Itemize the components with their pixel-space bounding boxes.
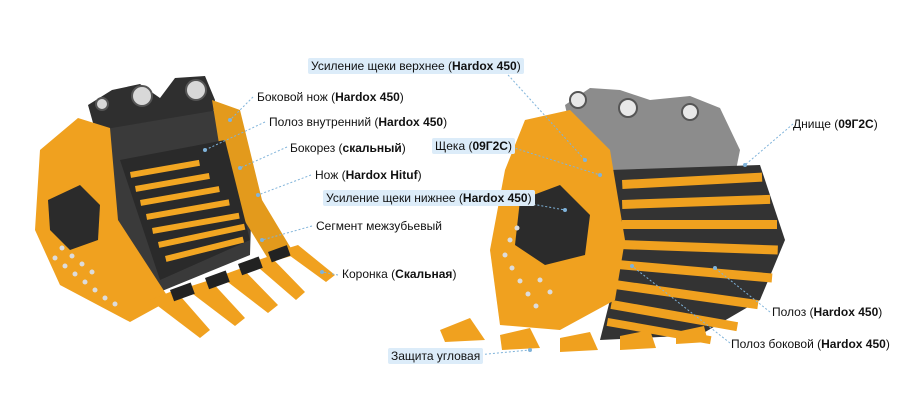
right-bucket <box>440 88 785 352</box>
left-right-side-plate <box>212 100 295 262</box>
left-pin-2 <box>185 79 207 101</box>
label-corner-guard: Защита угловая <box>388 348 484 364</box>
left-bucket <box>35 76 335 338</box>
right-bottom-drum <box>600 165 785 340</box>
leader-lines <box>203 65 794 356</box>
left-side-plate <box>35 118 170 322</box>
right-pin-2 <box>618 98 638 118</box>
label-side-runner: Полоз боковой (Hardox 450) <box>731 337 890 351</box>
label-cheek: Щека (09Г2С) <box>432 138 515 154</box>
right-pin-1 <box>569 91 587 109</box>
left-pin-1 <box>131 85 153 107</box>
left-teeth <box>150 245 335 338</box>
label-lower-cheek: Усиление щеки нижнее (Hardox 450) <box>323 190 535 206</box>
label-segment: Сегмент межзубьевый <box>316 219 442 233</box>
label-knife: Нож (Hardox Hituf) <box>315 168 422 182</box>
label-bottom: Днище (09Г2С) <box>793 117 878 131</box>
label-inner-strip: Полоз внутренний (Hardox 450) <box>269 115 448 129</box>
label-side-cutter: Бокорез (скальный) <box>290 141 406 155</box>
label-crown: Коронка (Скальная) <box>342 267 457 281</box>
right-teeth <box>440 318 708 352</box>
label-side-knife: Боковой нож (Hardox 450) <box>257 90 404 104</box>
label-runner: Полоз (Hardox 450) <box>772 305 883 319</box>
left-floor-strips <box>130 159 246 262</box>
right-pin-3 <box>681 103 699 121</box>
label-upper-cheek: Усиление щеки верхнее (Hardox 450) <box>308 58 524 74</box>
right-bottom-runners <box>606 172 778 345</box>
